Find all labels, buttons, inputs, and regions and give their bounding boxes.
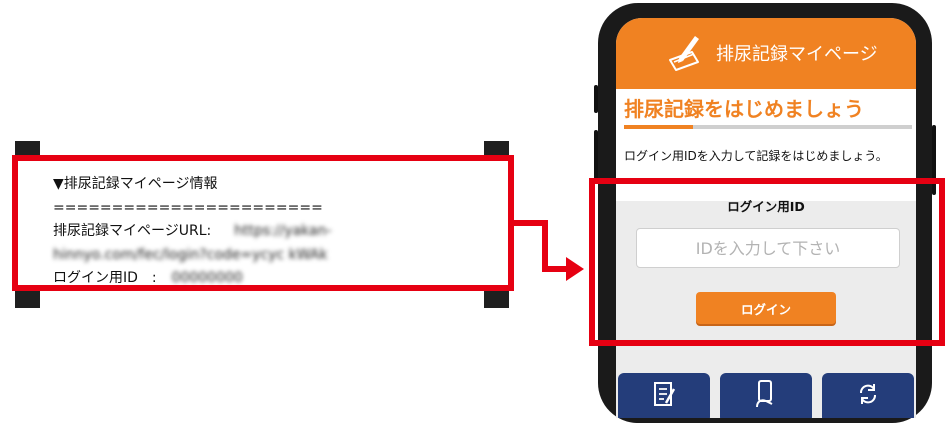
login-id-field-label: ログイン用ID <box>727 199 805 214</box>
app-header: 排尿記録マイページ <box>616 18 916 89</box>
instruction-text: ログイン用IDを入力して記録をはじめましょう。 <box>624 149 888 163</box>
phone-hand-icon <box>756 380 773 408</box>
pen-notebook-icon <box>669 36 699 71</box>
clipboard-icon <box>654 382 676 406</box>
email-info-text: ▼排尿記録マイページ情報 ======================= 排尿記… <box>53 173 332 291</box>
nav-tile-record[interactable] <box>618 373 710 418</box>
login-id-value: 00000000 <box>171 270 243 286</box>
arrow-segment <box>514 220 547 226</box>
email-login-id-row: ログイン用ID : 00000000 <box>53 267 332 291</box>
arrow-segment <box>542 266 568 272</box>
url-label: 排尿記録マイページURL: <box>53 223 212 239</box>
login-id-input[interactable] <box>636 228 900 268</box>
section-title: 排尿記録をはじめましょう <box>624 97 864 121</box>
app-title: 排尿記録マイページ <box>716 44 878 65</box>
progress-fill <box>624 125 694 129</box>
arrow-head-icon <box>566 257 584 281</box>
email-heading: ▼排尿記録マイページ情報 <box>53 176 218 192</box>
email-url-row: 排尿記録マイページURL: https://yakan- <box>53 220 332 244</box>
email-url-row-2: hinnyo.com/fec/login?code=ycyc kWAk <box>53 244 332 268</box>
progress-bar <box>624 125 912 129</box>
refresh-icon <box>860 384 876 404</box>
email-info-highlight: ▼排尿記録マイページ情報 ======================= 排尿記… <box>12 155 514 291</box>
nav-tile-refresh[interactable] <box>822 373 914 418</box>
phone-side-button <box>594 85 598 113</box>
nav-tile-phone[interactable] <box>720 373 812 418</box>
phone-side-button <box>932 125 936 195</box>
url-value[interactable]: https://yakan- <box>234 223 332 239</box>
phone-side-button <box>594 130 598 180</box>
login-form-highlight <box>589 178 945 346</box>
email-separator: ======================= <box>53 199 323 216</box>
login-id-label: ログイン用ID : <box>53 270 157 286</box>
arrow-segment <box>542 220 548 272</box>
url-value-continued[interactable]: hinnyo.com/fec/login?code=ycyc kWAk <box>53 246 328 263</box>
login-button[interactable]: ログイン <box>696 292 836 324</box>
